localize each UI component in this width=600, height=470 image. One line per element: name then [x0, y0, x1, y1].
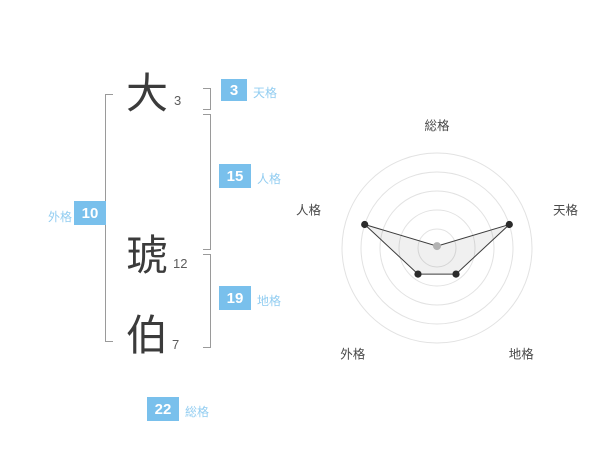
tenkaku-label: 天格	[253, 86, 278, 100]
jinkaku-bracket	[203, 114, 211, 250]
soukaku-label: 総格	[185, 405, 210, 419]
tenkaku-bracket	[203, 88, 211, 110]
radar-point	[433, 242, 441, 251]
gaikaku-bracket	[105, 94, 113, 342]
name-character-2-strokes: 12	[173, 256, 188, 271]
radar-point	[452, 270, 460, 278]
chikaku-value-badge: 19	[219, 286, 251, 310]
radar-ring	[398, 209, 476, 287]
radar-axis-label: 外格	[340, 347, 366, 362]
radar-axis-label: 地格	[509, 347, 535, 362]
tenkaku-value-badge: 3	[221, 79, 247, 101]
jinkaku-label: 人格	[257, 172, 282, 186]
name-character-3-strokes: 7	[172, 337, 180, 352]
gaikaku-label: 外格	[47, 210, 72, 224]
gaikaku-value-badge: 10	[74, 201, 106, 225]
name-character-1: 大	[126, 70, 169, 117]
radar-axis-label: 人格	[296, 202, 322, 217]
radar-ring	[379, 190, 495, 306]
radar-axis-label: 総格	[424, 118, 450, 133]
name-character-3: 伯	[126, 312, 169, 359]
radar-axis-label: 天格	[553, 202, 579, 217]
chikaku-label: 地格	[257, 294, 282, 308]
name-character-2: 琥	[126, 232, 169, 279]
radar-ring	[417, 228, 457, 268]
radar-point	[361, 220, 369, 229]
soukaku-value-badge: 22	[147, 397, 179, 421]
name-character-1-strokes: 3	[174, 93, 182, 108]
chikaku-bracket	[203, 254, 211, 348]
radar-ring	[360, 171, 514, 325]
radar-point	[505, 220, 513, 229]
radar-ring	[341, 152, 533, 344]
radar-point	[414, 270, 422, 278]
jinkaku-value-badge: 15	[219, 164, 251, 188]
